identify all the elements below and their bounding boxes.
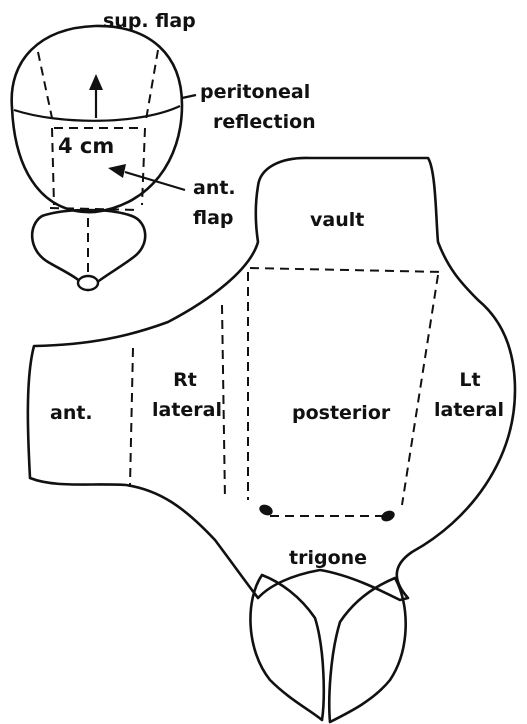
peritoneal-label-line1: peritoneal: [200, 82, 310, 103]
lt-lateral-label-line1: Lt: [445, 370, 495, 391]
inset-urethra-opening: [78, 276, 98, 290]
sup-flap-arrow-icon: [89, 74, 103, 90]
opened-bladder-outline: [28, 158, 515, 600]
ant-flap-label-line2: flap: [193, 208, 234, 229]
ant-flap-label-line1: ant.: [193, 178, 236, 199]
rt-posterior-dash: [222, 305, 225, 500]
ureteral-orifice-left: [380, 509, 397, 524]
ant-label: ant.: [50, 403, 93, 424]
ant-flap-dash-left: [52, 128, 54, 205]
posterior-label: posterior: [292, 403, 390, 424]
peritoneal-label-line2: reflection: [213, 112, 316, 133]
vault-dash: [250, 268, 442, 272]
ant-rt-dash: [130, 348, 133, 485]
prostate-right-half: [250, 575, 323, 720]
vault-label: vault: [310, 210, 364, 231]
prostate-left-half: [329, 578, 405, 722]
trigone-label: trigone: [289, 548, 367, 569]
opened-bladder: [28, 158, 515, 722]
measure-label: 4 cm: [58, 135, 114, 158]
sup-flap-label: sup. flap: [103, 11, 196, 32]
sup-flap-dash-right: [146, 50, 158, 120]
posterior-dash-right: [402, 275, 438, 505]
rt-lateral-label-line2: lateral: [152, 400, 222, 421]
ant-flap-arrow-icon: [108, 164, 126, 178]
ant-flap-pointer-line: [125, 172, 185, 190]
sup-flap-dash-left: [38, 52, 52, 118]
lt-lateral-label-line2: lateral: [434, 400, 504, 421]
rt-lateral-label-line1: Rt: [155, 370, 215, 391]
peritoneal-pointer-line: [182, 95, 196, 98]
